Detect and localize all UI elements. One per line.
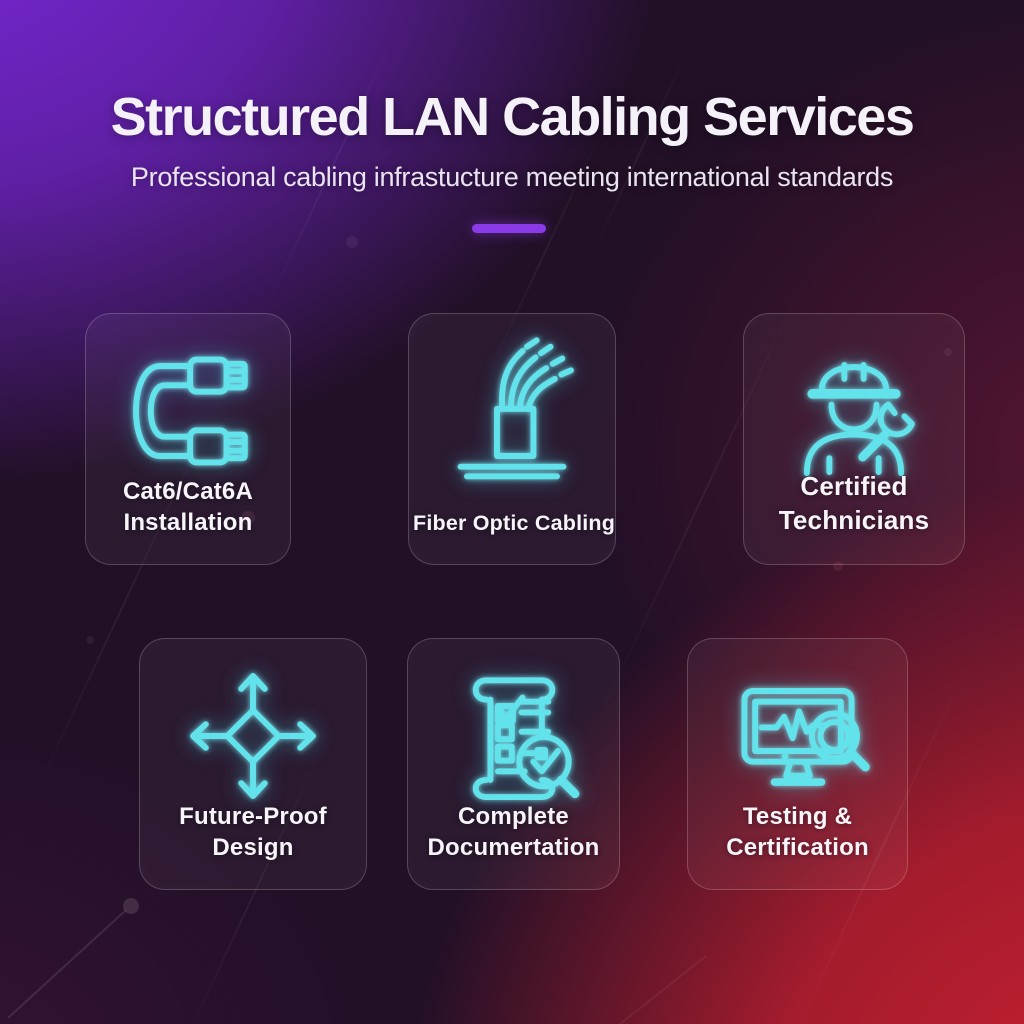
fiber-optic-cable-icon (437, 336, 587, 486)
accent-divider (472, 224, 546, 233)
ethernet-cable-icon (113, 336, 263, 486)
card-testing-certification: Testing & Certification (687, 638, 908, 890)
expand-arrows-icon (178, 661, 328, 811)
card-label: Cat6/Cat6A Installation (122, 477, 254, 536)
card-label: Future-Proof Design (179, 802, 327, 861)
page-subtitle: Professional cabling infrastucture meeti… (130, 162, 894, 192)
card-complete-documentation: Complete Documertation (407, 638, 620, 890)
card-label: Testing & Certification (726, 802, 869, 861)
card-fiber-optic-cabling: Fiber Optic Cabling (408, 313, 616, 565)
card-label: Complete Documertation (427, 802, 600, 861)
card-future-proof-design: Future-Proof Design (139, 638, 367, 890)
card-label: Fiber Optic Cabling (413, 511, 616, 536)
hardhat-technician-icon (779, 336, 929, 486)
card-label: Certified Technicians (778, 471, 930, 536)
checklist-scroll-icon (439, 661, 589, 811)
streak-line (593, 49, 689, 251)
card-cat6-installation: Cat6/Cat6A Installation (85, 313, 291, 565)
monitor-diagnostics-icon (723, 661, 873, 811)
card-certified-technicians: Certified Technicians (743, 313, 965, 565)
page-title: Structured LAN Cabling Services (110, 87, 915, 147)
